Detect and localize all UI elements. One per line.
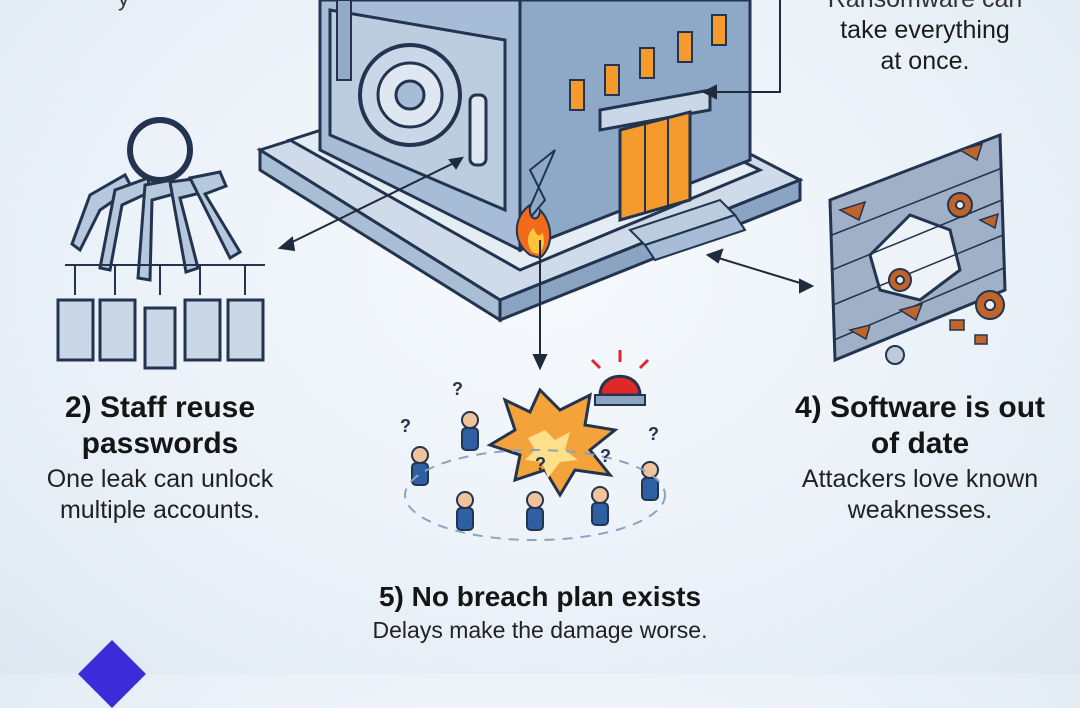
gear-icon — [885, 192, 1005, 365]
question-mark-icon: ? ? ? ? ? — [400, 379, 659, 474]
item-4-block: 4) Software is out of date Attackers lov… — [785, 390, 1055, 526]
svg-text:?: ? — [648, 424, 659, 444]
illustration: ? ? ? ? ? — [56, 0, 1007, 541]
top-caption-line1: Ransomware can — [800, 0, 1050, 15]
running-people-icon — [404, 411, 666, 541]
top-caption-line3: at once. — [880, 47, 970, 75]
item-5-block: 5) No breach plan exists Delays make the… — [330, 580, 750, 646]
door-icon — [56, 298, 265, 370]
item-4-title: 4) Software is out of date — [794, 391, 1046, 460]
top-caption: Ransomware can take everything at once. — [800, 0, 1050, 77]
explosion-icon — [486, 387, 619, 498]
svg-text:?: ? — [535, 454, 546, 474]
corner-text-fragment: y — [118, 0, 129, 12]
key-ring-icon — [65, 117, 265, 295]
svg-text:?: ? — [600, 446, 611, 466]
svg-text:?: ? — [400, 416, 411, 436]
top-caption-line2: take everything — [840, 16, 1010, 44]
broken-wall-icon — [828, 132, 1007, 363]
bank-vault-building-icon — [256, 0, 804, 323]
item-2-block: 2) Staff reuse passwords One leak can un… — [30, 390, 290, 526]
item-2-body: One leak can unlock multiple accounts. — [46, 465, 274, 524]
alarm-light-icon — [590, 350, 650, 406]
item-4-body: Attackers love known weaknesses. — [801, 465, 1039, 524]
item-2-title: 2) Staff reuse passwords — [64, 391, 256, 460]
svg-text:?: ? — [452, 379, 463, 399]
arrow-icon — [277, 0, 815, 371]
item-5-body: Delays make the damage worse. — [372, 617, 708, 643]
item-5-title: 5) No breach plan exists — [378, 581, 702, 612]
